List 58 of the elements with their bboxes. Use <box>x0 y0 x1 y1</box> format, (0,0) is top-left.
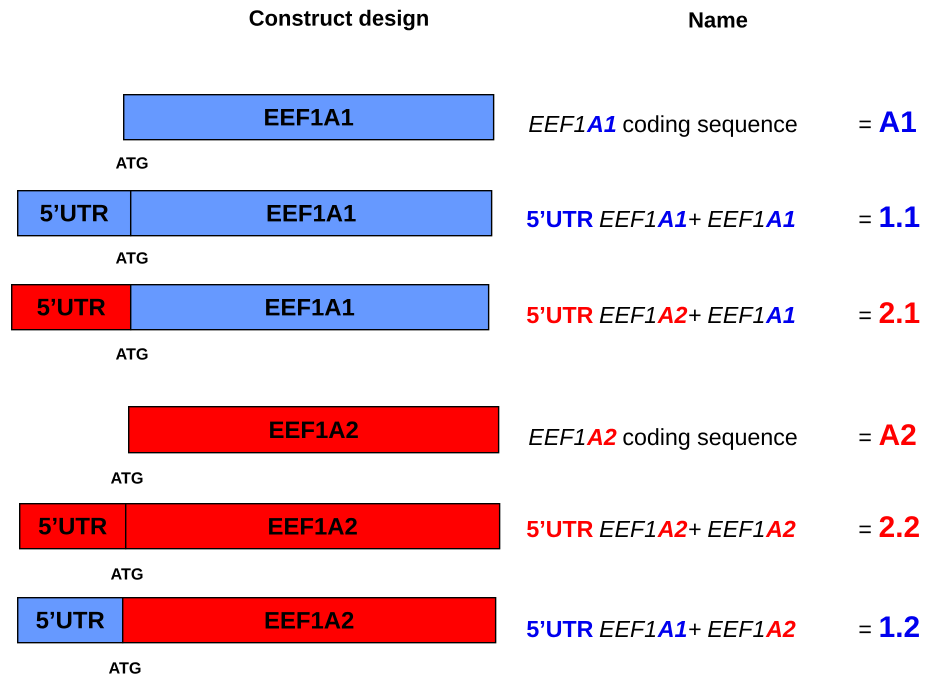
start-codon-label: ATG <box>116 252 148 264</box>
utr-label: 5’UTR <box>527 521 593 538</box>
construct-id: A2 <box>879 424 916 445</box>
start-codon-label: ATG <box>108 662 140 674</box>
plus-sign: + <box>689 624 701 635</box>
equals-sign: = <box>859 526 871 534</box>
start-codon-label: ATG <box>116 348 148 360</box>
construct-id: 2.2 <box>880 516 919 537</box>
plus-sign: + <box>689 214 701 225</box>
description-text: coding sequence <box>623 428 797 450</box>
column-header: Construct design <box>250 10 428 30</box>
gene-name: A2 <box>657 306 688 323</box>
start-codon-label: ATG <box>110 472 142 484</box>
utr-segment: 5’UTR <box>17 597 124 644</box>
gene-name: EEF1 <box>708 307 764 323</box>
coding-sequence-bar: EEF1A1 <box>123 94 494 140</box>
gene-name: EEF1 <box>529 116 584 132</box>
construct-id: 1.2 <box>880 616 919 637</box>
equals-sign: = <box>859 312 871 320</box>
gene-name: A2 <box>766 520 796 537</box>
gene-name: EEF1 <box>600 211 656 227</box>
gene-name: A2 <box>657 520 688 537</box>
gene-name: A1 <box>657 211 686 227</box>
gene-name: EEF1 <box>529 429 584 445</box>
utr-label: 5’UTR <box>527 211 593 228</box>
gene-name: A2 <box>586 428 616 445</box>
description-text: coding sequence <box>623 115 797 137</box>
utr-segment: 5’UTR <box>17 190 132 236</box>
utr-label: 5’UTR <box>527 621 593 638</box>
coding-sequence-bar: EEF1A1 <box>130 284 490 330</box>
utr-segment: 5’UTR <box>11 284 132 330</box>
utr-label: 5’UTR <box>527 307 593 324</box>
equals-sign: = <box>859 216 871 224</box>
gene-name: EEF1 <box>600 307 656 323</box>
column-header: Name <box>690 12 748 28</box>
gene-name: A1 <box>586 116 616 132</box>
gene-name: A1 <box>766 211 794 227</box>
gene-name: EEF1 <box>600 521 656 537</box>
gene-name: A1 <box>657 621 686 637</box>
construct-id: A1 <box>879 111 916 132</box>
equals-sign: = <box>859 626 871 634</box>
start-codon-label: ATG <box>110 568 142 580</box>
gene-name: EEF1 <box>708 211 764 227</box>
coding-sequence-bar: EEF1A2 <box>128 406 500 454</box>
plus-sign: + <box>689 524 701 535</box>
construct-id: 2.1 <box>880 302 920 323</box>
gene-name: EEF1 <box>708 621 764 637</box>
plus-sign: + <box>689 310 701 321</box>
gene-name: EEF1 <box>600 621 656 637</box>
gene-name: A1 <box>766 307 794 323</box>
equals-sign: = <box>859 434 871 442</box>
start-codon-label: ATG <box>116 157 148 169</box>
coding-sequence-bar: EEF1A2 <box>122 597 496 644</box>
utr-segment: 5’UTR <box>19 503 126 550</box>
construct-id: 1.1 <box>880 206 920 227</box>
gene-name: A2 <box>766 620 796 637</box>
equals-sign: = <box>859 120 871 128</box>
gene-name: EEF1 <box>708 521 764 537</box>
